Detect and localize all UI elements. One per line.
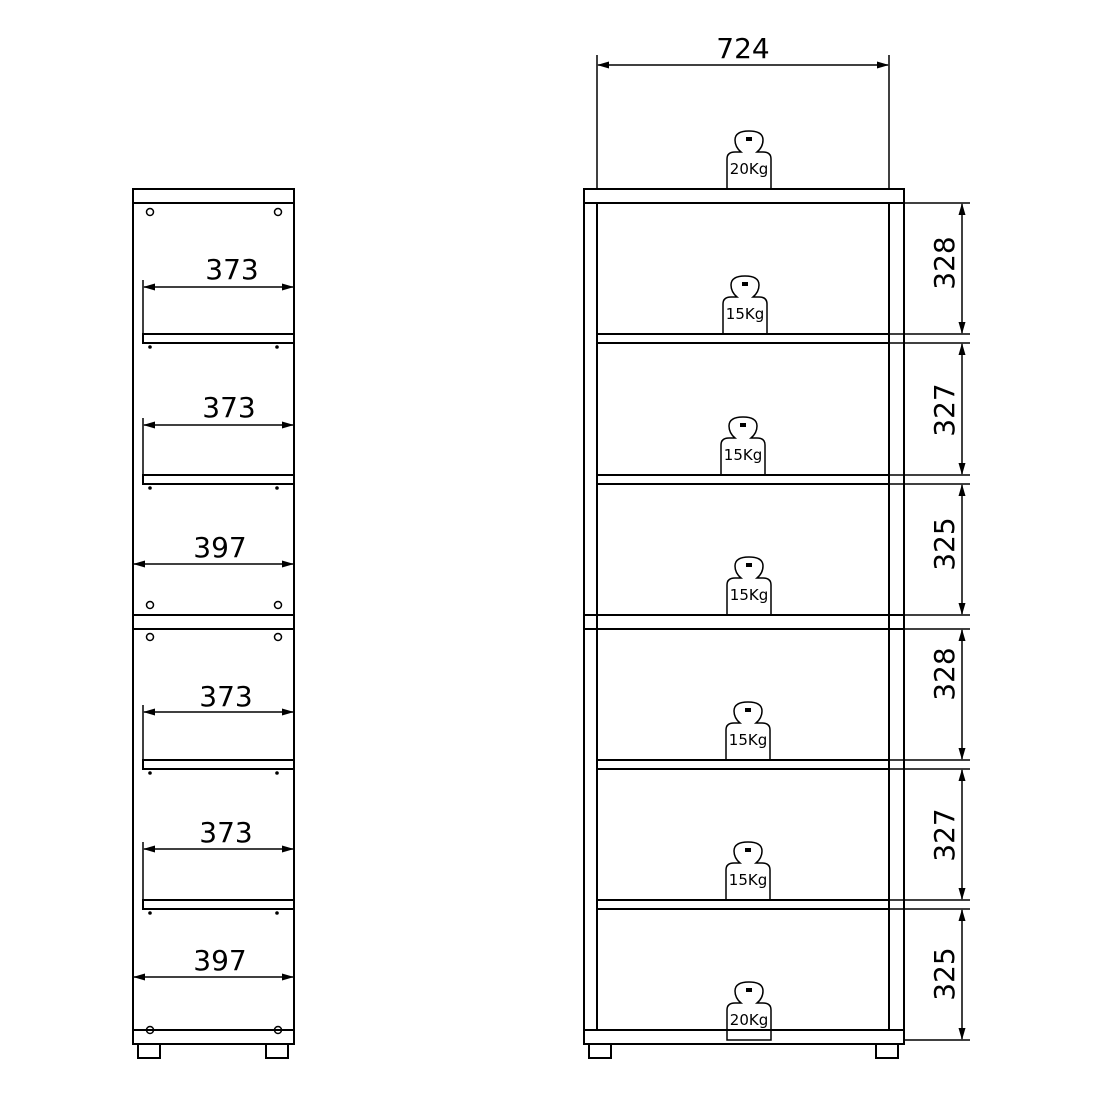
weight-icon: 20Kg [726,981,772,1041]
side-shelf [142,899,295,910]
height-label: 327 [928,808,961,861]
load-label: 15Kg [726,305,764,323]
shelf-pin [275,486,279,490]
side-panel-outline [132,188,295,1045]
height-label: 327 [928,383,961,436]
load-label: 15Kg [729,731,767,749]
load-label: 15Kg [729,871,767,889]
weight-icon: 15Kg [725,841,771,901]
shelf-pin [148,345,152,349]
shelf [596,474,890,485]
side-view: 373 373 397 373 373 397 [132,188,295,1059]
front-view: 724 328 327 325 328 327 325 20Kg [583,32,970,1059]
depth-label: 397 [193,944,246,977]
depth-label: 373 [205,253,258,286]
load-label: 20Kg [730,160,768,178]
assembly-hole [273,600,283,610]
load-label: 20Kg [730,1011,768,1029]
height-label: 325 [928,517,961,570]
shelf-pin [275,911,279,915]
assembly-hole [273,207,283,217]
depth-label: 397 [193,531,246,564]
height-label: 328 [928,236,961,289]
shelf [596,759,890,770]
foot [875,1043,899,1059]
side-shelf [142,474,295,485]
shelf-pin [275,345,279,349]
width-label: 724 [716,32,769,65]
weight-icon: 15Kg [720,416,766,476]
weight-icon: 15Kg [722,275,768,335]
height-label: 328 [928,647,961,700]
depth-label: 373 [199,816,252,849]
foot [265,1043,289,1059]
side-shelf [142,333,295,344]
assembly-hole [145,1025,155,1035]
shelf-pin [148,486,152,490]
shelf-pin [275,771,279,775]
assembly-hole [273,1025,283,1035]
side-shelf [142,759,295,770]
weight-icon: 20Kg [726,130,772,190]
weight-icon: 15Kg [726,556,772,616]
foot [137,1043,161,1059]
depth-label: 373 [202,391,255,424]
assembly-hole [145,207,155,217]
height-label: 325 [928,947,961,1000]
assembly-hole [145,632,155,642]
assembly-hole [273,632,283,642]
assembly-hole [145,600,155,610]
load-label: 15Kg [730,586,768,604]
shelf [596,899,890,910]
shelf-pin [148,911,152,915]
weight-icon: 15Kg [725,701,771,761]
depth-label: 373 [199,680,252,713]
foot [588,1043,612,1059]
shelf-pin [148,771,152,775]
shelf [596,333,890,344]
load-label: 15Kg [724,446,762,464]
